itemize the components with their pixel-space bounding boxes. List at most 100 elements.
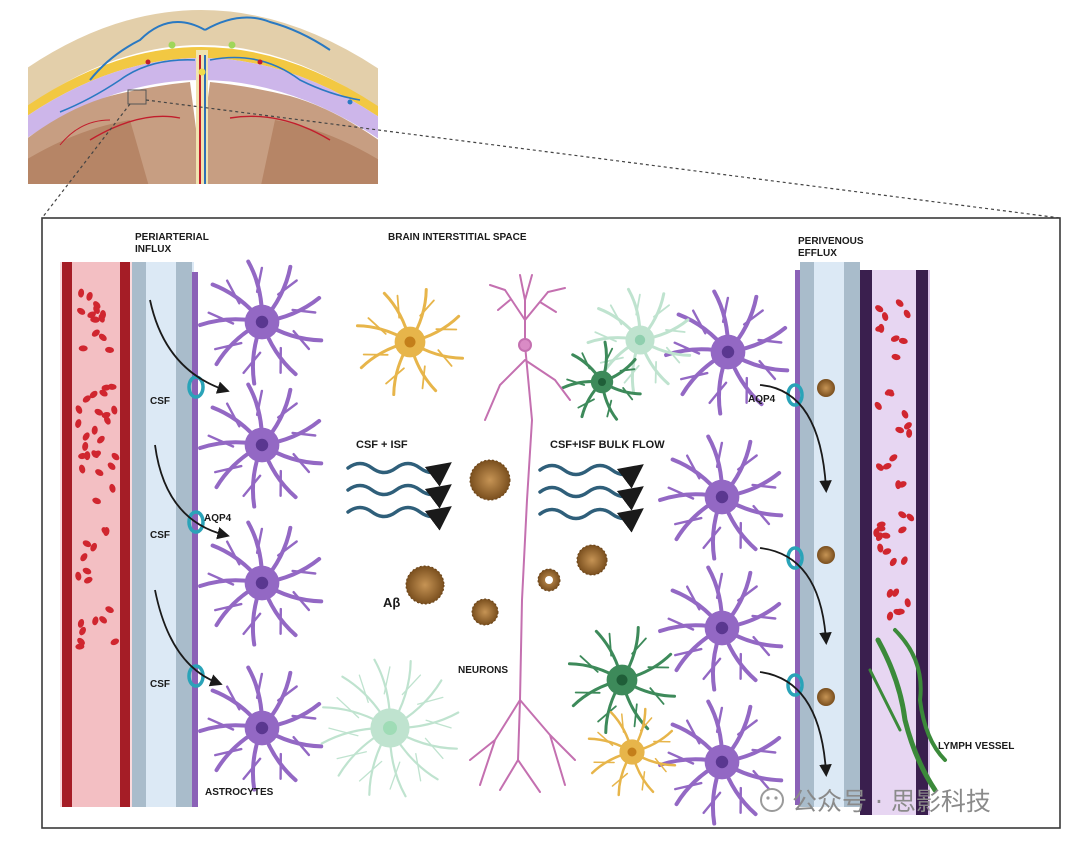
red-blood-cell <box>91 329 100 337</box>
artery <box>60 262 132 807</box>
neuron <box>469 274 576 793</box>
red-blood-cell <box>75 419 82 428</box>
red-blood-cell <box>891 353 901 361</box>
red-blood-cell <box>99 616 108 624</box>
red-blood-cell <box>98 313 105 323</box>
red-blood-cell <box>889 454 898 462</box>
red-blood-cell <box>892 588 900 597</box>
red-blood-cell <box>875 325 885 332</box>
astrocytes-label: ASTROCYTES <box>205 787 274 798</box>
red-blood-cell <box>92 616 99 626</box>
amyloid-plaque <box>576 544 608 576</box>
subarachnoid <box>28 58 378 139</box>
periarterial-space <box>132 262 198 807</box>
red-blood-cell <box>95 469 104 477</box>
astrocyte <box>664 289 790 416</box>
red-blood-cell <box>873 528 880 538</box>
amyloid-plaque <box>471 598 499 626</box>
red-blood-cell <box>101 411 111 419</box>
red-blood-cell <box>105 606 114 613</box>
csf-isf-label: CSF + ISF <box>356 439 408 451</box>
red-blood-cell <box>881 312 889 321</box>
red-blood-cell <box>886 611 894 621</box>
lymph-vessel <box>868 628 947 793</box>
red-blood-cell <box>90 316 100 323</box>
red-blood-cell <box>77 618 85 628</box>
oligodendrocyte <box>587 707 677 797</box>
brain-interstitial-space-label: BRAIN INTERSTITIAL SPACE <box>388 232 527 243</box>
red-blood-cell <box>895 480 902 490</box>
aqp4-label-right: AQP4 <box>748 394 776 405</box>
red-blood-cell <box>79 626 86 636</box>
neurons-label: NEURONS <box>458 665 508 676</box>
red-blood-cell <box>884 389 894 396</box>
red-blood-cell <box>110 638 120 646</box>
red-blood-cell <box>93 305 100 314</box>
red-blood-cell <box>898 337 908 345</box>
zoom-line-left <box>41 103 131 219</box>
red-blood-cell <box>886 588 894 598</box>
red-blood-cell <box>901 410 909 419</box>
influx-arrows <box>149 299 230 687</box>
astrocyte <box>658 565 784 692</box>
influx-label: INFLUX <box>135 244 171 255</box>
red-blood-cell <box>87 311 96 318</box>
red-blood-cell <box>98 333 107 342</box>
red-blood-cell <box>890 335 900 342</box>
red-blood-cell <box>99 389 108 397</box>
efflux-arrows <box>759 384 832 778</box>
csf-label-3: CSF <box>150 679 170 690</box>
lymph-vessel-label: LYMPH VESSEL <box>938 741 1014 752</box>
skull <box>28 10 378 108</box>
red-blood-cell <box>895 299 904 307</box>
perivenous-label: PERIVENOUS <box>798 236 864 247</box>
vein <box>860 270 930 815</box>
red-blood-cell <box>105 346 115 353</box>
red-blood-cells-artery <box>75 288 120 650</box>
dura <box>28 47 378 117</box>
red-blood-cell <box>895 426 905 434</box>
amyloid-plaque <box>405 565 445 605</box>
red-blood-cell <box>90 542 98 552</box>
red-blood-cell <box>906 513 915 522</box>
brain-section-inset <box>28 8 378 184</box>
pale-astrocyte <box>586 287 692 394</box>
red-blood-cell <box>881 532 891 539</box>
red-blood-cell <box>89 390 98 399</box>
red-blood-cell <box>875 463 884 471</box>
red-blood-cell <box>94 408 104 416</box>
periarterial-label: PERIARTERIAL <box>135 232 209 243</box>
red-blood-cell <box>882 548 892 555</box>
red-blood-cell <box>111 405 118 415</box>
red-blood-cell <box>109 483 116 493</box>
red-blood-cell <box>82 432 90 441</box>
red-blood-cell <box>882 463 892 470</box>
glial-cells <box>320 287 692 798</box>
red-blood-cell <box>877 543 884 553</box>
pale-astrocyte <box>320 658 460 798</box>
csf-label-1: CSF <box>150 396 170 407</box>
red-blood-cell <box>904 598 911 608</box>
amyloid-plaque <box>469 459 511 501</box>
efflux-label: EFFLUX <box>798 248 837 259</box>
amyloid-plaque <box>817 379 835 397</box>
wechat-icon <box>760 788 784 812</box>
amyloid-plaques <box>405 379 835 706</box>
red-blood-cells-vein <box>873 299 915 621</box>
watermark: 公众号 · 思影科技 <box>760 787 991 816</box>
red-blood-cell <box>79 464 86 474</box>
red-blood-cell <box>75 571 82 581</box>
red-blood-cell <box>84 576 93 584</box>
astrocyte <box>198 382 324 509</box>
red-blood-cell <box>80 553 88 562</box>
red-blood-cell <box>875 305 884 313</box>
bulk-flow-label: CSF+ISF BULK FLOW <box>550 439 665 451</box>
red-blood-cell <box>107 462 116 470</box>
red-blood-cell <box>104 416 111 425</box>
oligodendrocyte <box>355 287 465 397</box>
red-blood-cell <box>82 567 92 575</box>
amyloid-plaque <box>817 546 835 564</box>
labels: PERIARTERIAL INFLUX BRAIN INTERSTITIAL S… <box>135 232 1014 798</box>
red-blood-cell <box>111 452 120 461</box>
